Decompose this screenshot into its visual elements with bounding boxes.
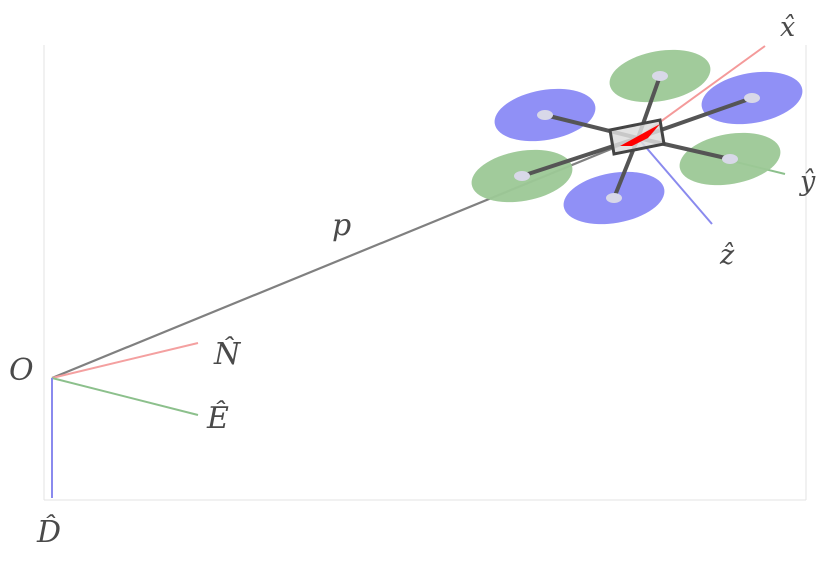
plot-frame — [43, 45, 807, 501]
east-axis — [51, 377, 199, 416]
hexacopter-icon — [471, 49, 803, 225]
motor-hub — [514, 171, 530, 181]
north-label: N̂ — [214, 337, 241, 372]
heading-arrow — [620, 124, 660, 146]
position-label: p — [332, 208, 352, 243]
body-z-axis — [637, 137, 713, 225]
motor-hub — [537, 110, 553, 120]
body-x-label: x̂ — [780, 12, 796, 43]
body-y-label: ŷ — [800, 166, 816, 197]
body-z-label: ẑ — [720, 240, 735, 271]
motor-hub — [744, 93, 760, 103]
motor-hub — [652, 71, 668, 81]
north-axis — [51, 342, 199, 379]
motor-hub — [722, 154, 738, 164]
motor-hub — [606, 193, 622, 203]
down-label: D̂ — [37, 515, 62, 550]
origin-label: O — [9, 353, 34, 388]
east-label: Ê — [207, 401, 229, 436]
motor-hubs — [514, 71, 760, 203]
